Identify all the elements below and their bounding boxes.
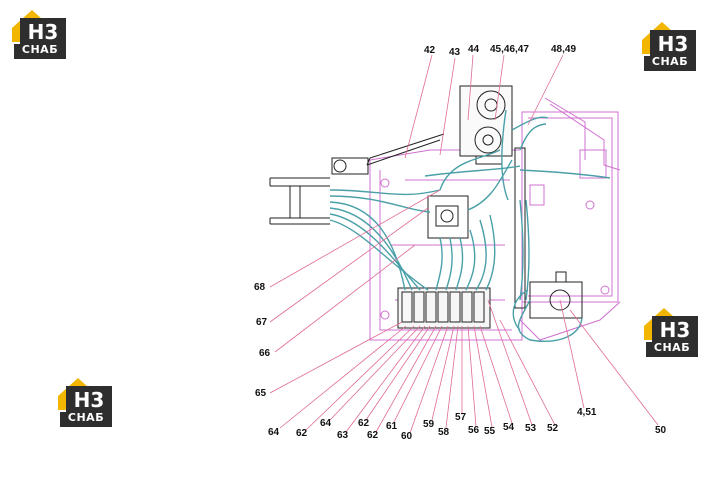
callout-58: 58 — [438, 427, 450, 438]
callout-64: 64 — [320, 418, 332, 429]
callout-55: 55 — [484, 426, 496, 437]
callout-54: 54 — [503, 422, 515, 433]
svg-text:H3: H3 — [658, 32, 689, 56]
callout-66: 66 — [259, 348, 271, 359]
callout-65: 65 — [255, 388, 267, 399]
watermark-logo-bottom-left: H3 СНАБ — [56, 376, 114, 430]
logo-house-icon: H3 — [12, 10, 66, 59]
svg-text:H3: H3 — [660, 318, 691, 342]
watermark-logo-top-left: H3 СНАБ — [10, 8, 68, 62]
logo-text: СНАБ — [653, 341, 691, 354]
watermark-logo-top-right: H3 СНАБ — [640, 20, 698, 74]
mechanical-components — [269, 85, 583, 329]
callout-62: 62 — [296, 428, 308, 439]
logo-text: СНАБ — [651, 55, 689, 68]
callout-62: 62 — [358, 418, 370, 429]
callout-48-49: 48,49 — [551, 44, 577, 55]
callout-50: 50 — [655, 425, 667, 436]
callout-45-46-47: 45,46,47 — [490, 44, 529, 55]
callout-4-51: 4,51 — [577, 407, 597, 418]
callout-56: 56 — [468, 425, 480, 436]
svg-text:H3: H3 — [28, 20, 59, 44]
callout-52: 52 — [547, 423, 559, 434]
logo-house-icon: H3 — [58, 378, 112, 427]
svg-text:H3: H3 — [74, 388, 105, 412]
callout-60: 60 — [401, 431, 413, 442]
callout-53: 53 — [525, 423, 537, 434]
callout-59: 59 — [423, 419, 435, 430]
logo-text: СНАБ — [67, 411, 105, 424]
callout-44: 44 — [468, 44, 480, 55]
callout-68: 68 — [254, 282, 266, 293]
callout-leaders — [269, 54, 659, 434]
callout-63: 63 — [337, 430, 349, 441]
callout-62: 62 — [367, 430, 379, 441]
callout-57: 57 — [455, 412, 467, 423]
hydraulic-hoses — [329, 109, 611, 342]
watermark-logo-mid-right: H3 СНАБ — [642, 306, 700, 360]
logo-house-icon: H3 — [642, 22, 696, 71]
callout-64: 64 — [268, 427, 280, 438]
logo-text: СНАБ — [21, 43, 59, 56]
logo-house-icon: H3 — [644, 308, 698, 357]
callout-43: 43 — [449, 47, 461, 58]
callout-61: 61 — [386, 421, 398, 432]
callout-67: 67 — [256, 317, 268, 328]
callout-42: 42 — [424, 45, 436, 56]
